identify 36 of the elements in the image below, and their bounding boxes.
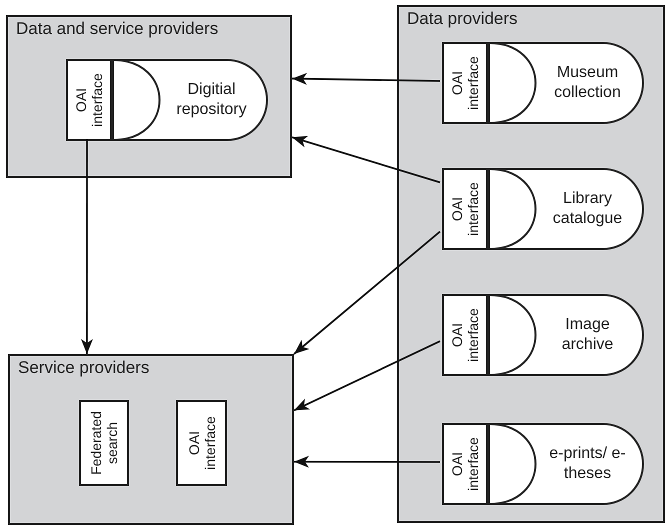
rounded-box <box>488 168 644 250</box>
box-label: Library catalogue <box>552 189 624 229</box>
group-title: Service providers <box>18 357 150 379</box>
box-label: e-prints/ e-theses <box>548 444 627 484</box>
box-label: Image archive <box>560 315 614 355</box>
box-label: OAI interface <box>449 307 481 364</box>
box-label: OAI interface <box>449 436 481 493</box>
group-box <box>8 354 294 525</box>
group-title: Data and service providers <box>16 18 218 40</box>
interface-box <box>442 42 488 124</box>
arrow <box>294 456 440 468</box>
interface-box <box>176 400 227 486</box>
box-label: Federated search <box>88 410 120 477</box>
rounded-box <box>488 294 644 376</box>
arrow <box>80 139 93 354</box>
interface-box <box>442 168 488 250</box>
interface-box <box>442 423 488 505</box>
box-label: Digitial repository <box>175 80 248 120</box>
interface-box <box>442 294 488 376</box>
box-label: OAI interface <box>186 415 218 472</box>
arrow <box>292 136 440 184</box>
arrow <box>294 340 440 412</box>
box-label: Museum collection <box>553 63 622 103</box>
group-box <box>397 5 665 523</box>
arrow <box>292 72 440 85</box>
box-label: OAI interface <box>449 181 481 238</box>
arrow <box>293 230 441 355</box>
group-title: Data providers <box>407 8 518 30</box>
rounded-box <box>488 423 644 505</box>
box-label: OAI interface <box>73 72 105 129</box>
rounded-box <box>488 42 644 124</box>
interface-box <box>79 400 129 486</box>
box-label: OAI interface <box>449 55 481 112</box>
group-box <box>6 15 292 178</box>
rounded-box <box>112 59 268 141</box>
interface-box <box>66 59 112 141</box>
